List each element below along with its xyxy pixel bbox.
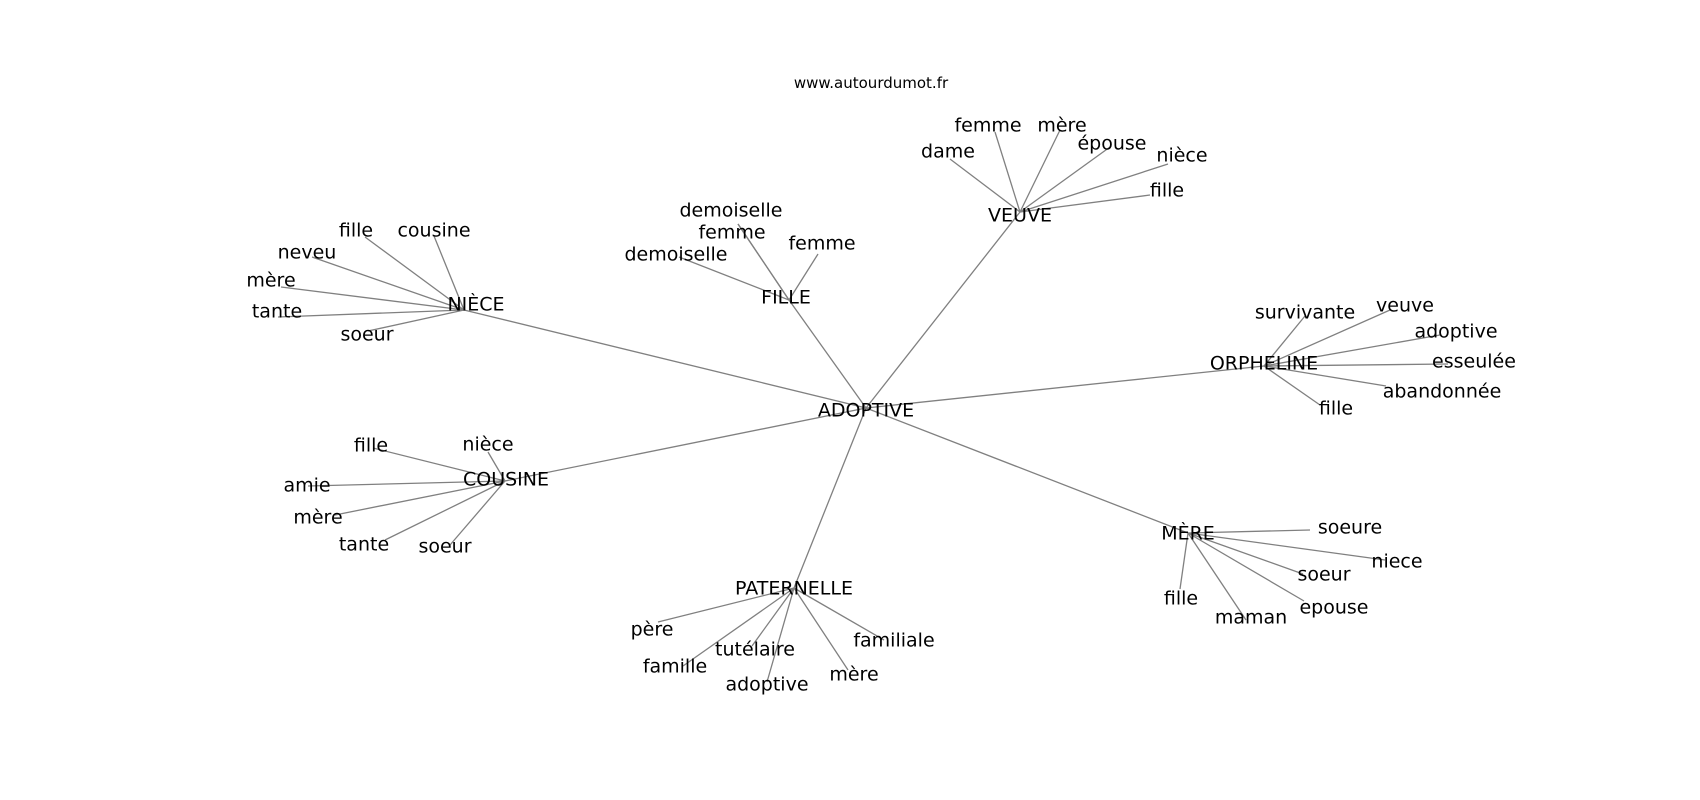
leaf-node-veuve[interactable]: dame: [921, 141, 975, 163]
edge-niece-leaf: [311, 256, 465, 311]
leaf-node-niece[interactable]: tante: [252, 301, 302, 323]
edge-fille-leaf: [788, 253, 819, 301]
edge-mere-leaf: [1187, 532, 1305, 602]
site-label[interactable]: www.autourdumot.fr: [794, 74, 949, 92]
hub-node-paternelle[interactable]: PATERNELLE: [735, 578, 853, 600]
leaf-node-paternelle[interactable]: adoptive: [725, 674, 808, 696]
edge-veuve-leaf: [1019, 129, 1061, 213]
hub-node-mere[interactable]: MÈRE: [1161, 522, 1215, 545]
edge-orpheline-leaf: [1263, 365, 1387, 387]
leaf-node-mere[interactable]: soeure: [1318, 517, 1382, 539]
hub-node-cousine[interactable]: COUSINE: [463, 469, 549, 491]
leaf-node-paternelle[interactable]: familiale: [853, 630, 934, 652]
edge-paternelle-leaf: [766, 587, 795, 683]
edge-niece-leaf: [280, 286, 465, 311]
edge-niece-leaf: [433, 235, 465, 311]
edge-cousine-leaf: [449, 480, 506, 546]
leaf-node-orpheline[interactable]: esseulée: [1432, 351, 1516, 373]
leaf-node-paternelle[interactable]: tutélaire: [715, 639, 795, 661]
edge-orpheline-leaf: [1263, 334, 1441, 367]
edge-paternelle-leaf: [657, 587, 795, 623]
leaf-node-orpheline[interactable]: fille: [1319, 398, 1353, 420]
leaf-node-fille[interactable]: demoiselle: [625, 244, 728, 266]
edge-niece-leaf: [277, 309, 465, 318]
edge-veuve-leaf: [1019, 163, 1169, 213]
leaf-node-niece[interactable]: mère: [246, 270, 295, 292]
leaf-node-cousine[interactable]: nièce: [462, 434, 513, 456]
leaf-node-orpheline[interactable]: veuve: [1376, 295, 1434, 317]
center-node[interactable]: ADOPTIVE: [818, 400, 914, 422]
edge-center-cousine: [504, 407, 867, 482]
leaf-node-niece[interactable]: fille: [339, 220, 373, 242]
edge-fille-leaf: [678, 256, 790, 301]
edge-paternelle-leaf: [751, 587, 795, 647]
leaf-node-mere[interactable]: maman: [1215, 607, 1287, 629]
edge-paternelle-leaf: [793, 587, 885, 641]
edge-center-paternelle: [793, 407, 867, 589]
leaf-node-orpheline[interactable]: adoptive: [1414, 321, 1497, 343]
leaf-node-cousine[interactable]: soeur: [418, 536, 471, 558]
hub-node-fille[interactable]: FILLE: [761, 287, 811, 309]
hub-node-orpheline[interactable]: ORPHELINE: [1210, 353, 1318, 375]
edge-veuve-leaf: [1019, 194, 1151, 213]
edge-niece-leaf: [367, 309, 465, 332]
leaf-node-fille[interactable]: femme: [788, 233, 855, 255]
edge-orpheline-leaf: [1263, 315, 1306, 367]
leaf-node-paternelle[interactable]: famille: [643, 656, 707, 678]
edge-paternelle-leaf: [682, 587, 795, 667]
leaf-node-niece[interactable]: neveu: [278, 242, 337, 264]
leaf-node-orpheline[interactable]: abandonnée: [1383, 381, 1502, 403]
leaf-node-veuve[interactable]: femme: [954, 115, 1021, 137]
edge-veuve-leaf: [1019, 146, 1111, 213]
edge-mere-leaf: [1187, 529, 1311, 534]
leaf-node-veuve[interactable]: épouse: [1077, 133, 1146, 155]
edge-center-veuve: [865, 211, 1021, 409]
leaf-node-niece[interactable]: soeur: [340, 324, 393, 346]
edge-mere-leaf: [1179, 532, 1189, 590]
hub-node-veuve[interactable]: VEUVE: [988, 205, 1052, 227]
edge-cousine-leaf: [384, 480, 506, 541]
edge-veuve-leaf: [949, 158, 1021, 213]
edge-mere-leaf: [1187, 532, 1247, 621]
leaf-node-cousine[interactable]: amie: [283, 475, 330, 497]
hub-node-niece[interactable]: NIÈCE: [447, 293, 504, 316]
edge-cousine-leaf: [334, 480, 506, 516]
leaf-node-paternelle[interactable]: mère: [829, 664, 878, 686]
edge-mere-leaf: [1187, 532, 1386, 561]
leaf-node-mere[interactable]: fille: [1164, 588, 1198, 610]
edge-cousine-leaf: [372, 447, 506, 482]
leaf-node-cousine[interactable]: tante: [339, 534, 389, 556]
leaf-node-mere[interactable]: epouse: [1299, 597, 1368, 619]
edge-center-niece: [463, 309, 867, 409]
leaf-node-cousine[interactable]: mère: [293, 507, 342, 529]
edge-cousine-leaf: [487, 451, 506, 482]
leaf-node-orpheline[interactable]: survivante: [1255, 302, 1355, 324]
leaf-node-veuve[interactable]: nièce: [1156, 145, 1207, 167]
edge-niece-leaf: [364, 236, 465, 311]
edge-paternelle-leaf: [793, 587, 849, 671]
leaf-node-veuve[interactable]: mère: [1037, 115, 1086, 137]
leaf-node-veuve[interactable]: fille: [1150, 180, 1184, 202]
leaf-node-mere[interactable]: soeur: [1297, 564, 1350, 586]
edge-cousine-leaf: [307, 480, 506, 487]
edge-center-fille: [788, 299, 867, 409]
edge-center-orpheline: [865, 365, 1265, 409]
leaf-node-cousine[interactable]: fille: [354, 435, 388, 457]
edge-mere-leaf: [1187, 532, 1304, 575]
leaf-node-fille[interactable]: demoiselle: [680, 200, 783, 222]
leaf-node-mere[interactable]: niece: [1371, 551, 1422, 573]
leaf-node-niece[interactable]: cousine: [397, 220, 470, 242]
edge-orpheline-leaf: [1263, 365, 1321, 406]
leaf-node-fille[interactable]: femme: [698, 222, 765, 244]
edge-orpheline-leaf: [1263, 309, 1391, 367]
edge-center-mere: [865, 407, 1189, 534]
leaf-node-paternelle[interactable]: père: [631, 619, 674, 641]
edge-fille-leaf: [737, 223, 790, 301]
edge-veuve-leaf: [994, 131, 1021, 213]
edge-orpheline-leaf: [1263, 363, 1449, 367]
edges-layer: [277, 129, 1449, 683]
